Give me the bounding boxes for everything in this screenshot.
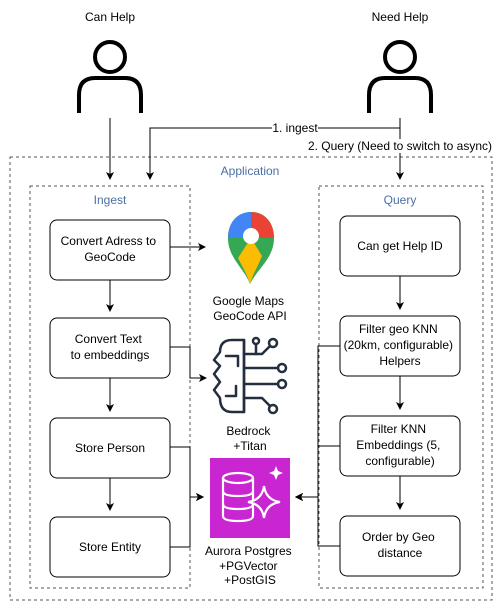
query-label: Query — [384, 193, 417, 207]
aurora-label: Aurora Postgres +PGVector +PostGIS — [205, 544, 295, 587]
ingest-arrow-label: 1. ingest — [272, 121, 318, 135]
step-convert-text-label: Convert Text to embeddings — [71, 332, 150, 362]
aurora-database-sparkle-icon — [210, 458, 290, 538]
step-filter-geo-knn-label: Filter geo KNN (20km, configurable) Help… — [344, 322, 457, 368]
ingest-steps: Convert Adress to GeoCode Convert Text t… — [49, 219, 171, 578]
person-icon — [77, 40, 143, 113]
ingest-container — [29, 185, 191, 589]
step-can-get-help-id-label: Can get Help ID — [357, 239, 443, 253]
query-steps: Can get Help ID Filter geo KNN (20km, co… — [339, 215, 461, 577]
application-container — [9, 156, 493, 601]
actor-label-need-help: Need Help — [372, 10, 429, 24]
step-order-by-geo-label: Order by Geo distance — [362, 530, 438, 560]
google-maps-pin-icon — [228, 212, 274, 284]
person-icon — [367, 40, 433, 113]
query-arrow-label: 2. Query (Need to switch to async) — [308, 139, 492, 153]
ingest-arrow-label-bg — [272, 121, 318, 135]
step-store-entity-label: Store Entity — [79, 540, 141, 554]
bedrock-label: Bedrock +Titan — [226, 424, 273, 453]
step-store-person-label: Store Person — [75, 441, 145, 455]
ingest-label: Ingest — [94, 193, 127, 207]
actor-label-can-help: Can Help — [85, 10, 135, 24]
google-maps-label: Google Maps GeoCode API — [213, 294, 288, 323]
application-label: Application — [221, 164, 280, 178]
step-convert-address-label: Convert Adress to GeoCode — [61, 234, 160, 264]
query-container — [318, 185, 484, 589]
bedrock-brain-circuit-icon — [212, 336, 288, 415]
step-filter-knn-embeddings-label: Filter KNN Embeddings (5, configurable) — [356, 422, 443, 468]
internal-flow-arrows — [106, 243, 404, 548]
query-arrow-label-bg — [312, 139, 488, 153]
